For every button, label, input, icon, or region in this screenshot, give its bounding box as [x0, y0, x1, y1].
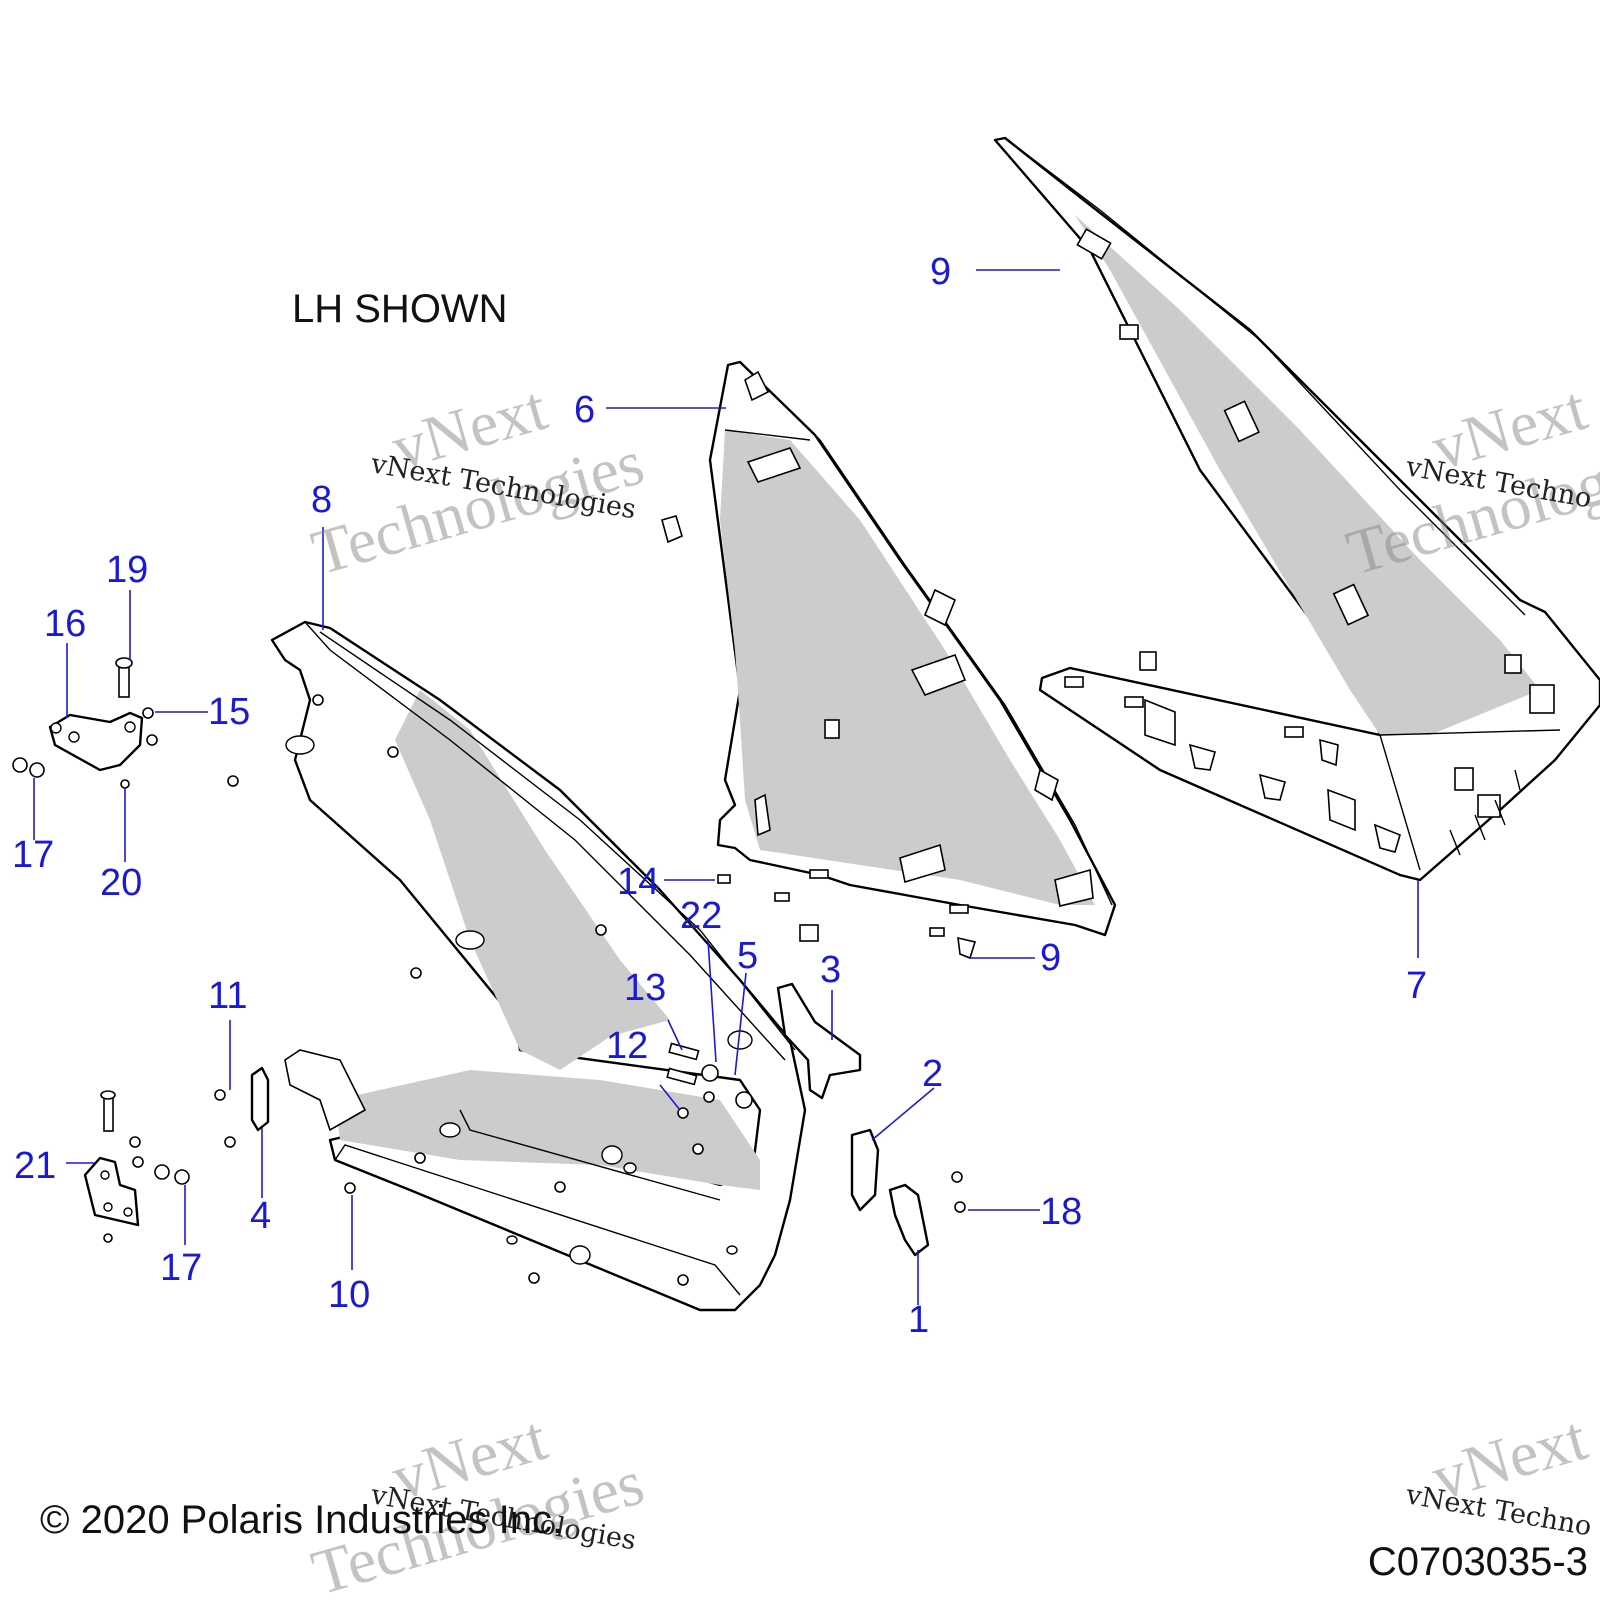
callout-21: 21: [14, 1145, 56, 1187]
small-hardware: [12, 707, 190, 1243]
frame-push-pins: [214, 694, 704, 1286]
part-8-holes: [285, 735, 753, 1265]
leader-lines: [33, 269, 1419, 1305]
callout-15: 15: [208, 691, 250, 733]
callout-19: 19: [106, 549, 148, 591]
latch-assembly: [666, 874, 977, 1257]
lh-shown-note: LH SHOWN: [292, 287, 508, 331]
part-6-bosses: [744, 370, 1094, 914]
callout-9-bottom: 9: [1040, 937, 1061, 979]
callout-17-bottom: 17: [160, 1247, 202, 1289]
callout-10: 10: [328, 1274, 370, 1316]
callout-4: 4: [250, 1195, 271, 1237]
callout-8: 8: [311, 479, 332, 521]
callout-9-top: 9: [930, 251, 951, 293]
callout-1: 1: [908, 1299, 929, 1341]
strap-4: [250, 1066, 270, 1132]
callout-3: 3: [820, 949, 841, 991]
callout-22: 22: [680, 895, 722, 937]
part-6-inner-panel: [708, 360, 1117, 937]
callout-18: 18: [1040, 1191, 1082, 1233]
callout-16: 16: [44, 603, 86, 645]
callout-17-top: 17: [12, 834, 54, 876]
callout-11: 11: [208, 975, 247, 1017]
copyright-text: © 2020 Polaris Industries Inc.: [40, 1498, 563, 1542]
part-8-door-frame: [214, 620, 807, 1312]
clip-near-6: [661, 515, 683, 544]
callout-13: 13: [624, 967, 666, 1009]
callout-5: 5: [737, 935, 758, 977]
callout-20: 20: [100, 862, 142, 904]
part-7-clips: [1064, 228, 1555, 856]
hinge-pin-19: [115, 657, 133, 698]
hinge-lower-21: [83, 1090, 140, 1227]
hinge-upper-16: [48, 711, 144, 772]
callouts: 9 6 8 19 16 15 17 20 14 22 5 3 9 7 13 11…: [12, 251, 1427, 1341]
callout-7: 7: [1406, 965, 1427, 1007]
callout-6: 6: [574, 389, 595, 431]
callout-12: 12: [606, 1025, 648, 1067]
callout-14: 14: [617, 861, 659, 903]
part-7-outer-panel: [993, 136, 1600, 882]
figure-code: C0703035-3: [1368, 1540, 1588, 1584]
callout-2: 2: [922, 1053, 943, 1095]
